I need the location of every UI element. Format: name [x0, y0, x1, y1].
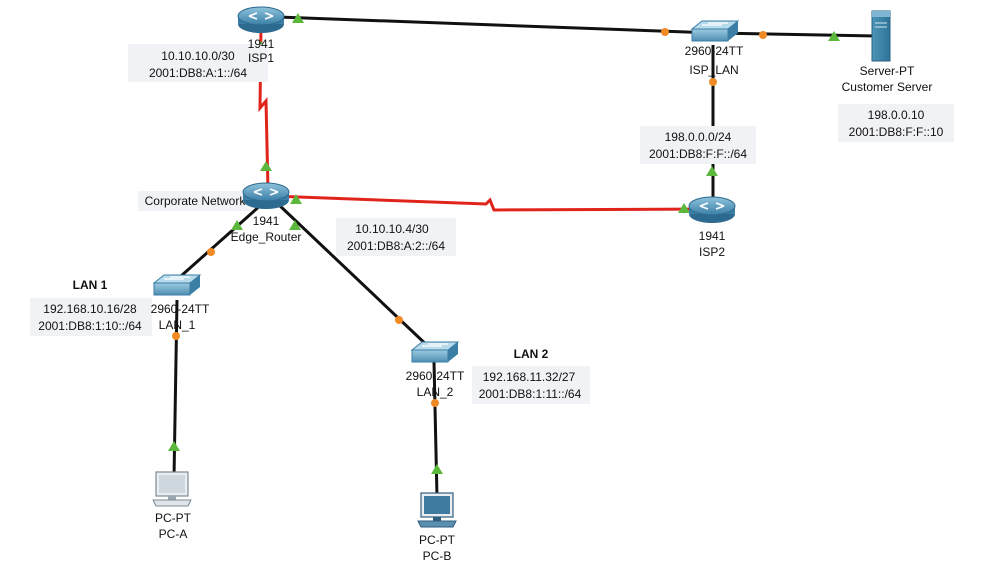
pc-icon: [417, 492, 457, 528]
device-pc-a[interactable]: PC-PT PC-A: [152, 471, 192, 541]
switch-icon: [690, 20, 740, 42]
device-lan-1[interactable]: 2960-24TT LAN_1: [151, 274, 210, 332]
note-isp2-link[interactable]: 10.10.10.4/30 2001:DB8:A:2::/64: [336, 218, 456, 256]
lan1-title: LAN 1: [73, 278, 108, 292]
router-icon: [237, 6, 285, 33]
device-model-label: 1941: [248, 37, 275, 51]
port-up-indicator: [678, 203, 690, 213]
device-model-label: 2960-24TT: [685, 44, 744, 58]
corporate-network-label: Corporate Network: [145, 194, 247, 208]
lan2-title: LAN 2: [514, 347, 549, 361]
link-lan2-pcb[interactable]: [432, 361, 439, 498]
note-line: 2001:DB8:1:11::/64: [479, 387, 582, 401]
port-up-indicator: [231, 220, 243, 230]
device-name-label: PC-B: [423, 549, 452, 563]
device-name-label: LAN_1: [159, 318, 196, 332]
port-up-indicator: [260, 161, 272, 171]
switch-icon: [152, 274, 202, 296]
note-lan2-network[interactable]: 192.168.11.32/27 2001:DB8:1:11::/64: [472, 366, 590, 404]
port-up-indicator: [706, 166, 718, 176]
note-corporate-network[interactable]: Corporate Network: [138, 191, 252, 211]
device-name-label: ISP_LAN: [689, 63, 738, 77]
port-up-indicator: [431, 464, 443, 474]
router-icon: [688, 196, 736, 223]
port-orange-indicator: [709, 78, 717, 86]
device-model-label: 1941: [253, 214, 280, 228]
device-isp1[interactable]: 1941 ISP1: [237, 6, 285, 65]
note-line: 10.10.10.0/30: [161, 49, 235, 63]
note-line: 2001:DB8:F:F::10: [849, 125, 944, 139]
device-name-label: Edge_Router: [231, 230, 302, 244]
device-edge-router[interactable]: 1941 Edge_Router: [231, 182, 302, 244]
port-orange-indicator: [172, 332, 180, 340]
note-line: 2001:DB8:F:F::/64: [649, 147, 747, 161]
device-name-label: LAN_2: [417, 385, 454, 399]
note-line: 2001:DB8:A:2::/64: [347, 239, 445, 253]
port-orange-indicator: [395, 316, 403, 324]
links: [171, 15, 877, 498]
device-name-label: ISP1: [248, 51, 274, 65]
device-customer-server[interactable]: Server-PT Customer Server: [842, 10, 933, 94]
device-pc-b[interactable]: PC-PT PC-B: [417, 492, 457, 563]
note-line: 2001:DB8:A:1::/64: [149, 66, 247, 80]
port-orange-indicator: [207, 248, 215, 256]
link-isplan-server[interactable]: [713, 31, 877, 38]
port-orange-indicator: [759, 31, 767, 39]
port-up-indicator: [289, 220, 301, 230]
device-name-label: PC-A: [159, 527, 188, 541]
port-orange-indicator: [661, 28, 669, 36]
device-model-label: Server-PT: [860, 64, 915, 78]
device-lan-2[interactable]: 2960-24TT LAN_2: [406, 341, 465, 399]
note-isp-lan-network[interactable]: 198.0.0.0/24 2001:DB8:F:F::/64: [640, 126, 756, 164]
note-line: 192.168.10.16/28: [43, 302, 137, 316]
note-line: 10.10.10.4/30: [355, 222, 429, 236]
note-lan1-network[interactable]: 192.168.10.16/28 2001:DB8:1:10::/64: [30, 298, 152, 336]
router-icon: [242, 182, 290, 209]
device-isp2[interactable]: 1941 ISP2: [688, 196, 736, 259]
device-name-label: ISP2: [699, 245, 725, 259]
pc-icon: [152, 471, 192, 507]
switch-icon: [410, 341, 460, 363]
link-edge-lan2[interactable]: [276, 202, 434, 352]
link-edge-lan1[interactable]: [171, 202, 263, 286]
device-model-label: 1941: [699, 229, 726, 243]
port-up-indicator: [292, 13, 304, 23]
port-up-indicator: [168, 441, 180, 451]
port-up-indicator: [290, 194, 302, 204]
link-isp1-isplan[interactable]: [277, 15, 715, 35]
device-model-label: PC-PT: [155, 511, 192, 525]
note-line: 192.168.11.32/27: [483, 370, 576, 384]
link-edge-isp2-serial[interactable]: [271, 194, 713, 212]
server-icon: [871, 10, 891, 62]
port-orange-indicator: [431, 399, 439, 407]
device-model-label: PC-PT: [419, 533, 456, 547]
note-isp1-link[interactable]: 10.10.10.0/30 2001:DB8:A:1::/64: [128, 44, 268, 82]
device-isp-lan[interactable]: 2960-24TT ISP_LAN: [685, 20, 744, 77]
note-line: 198.0.0.0/24: [665, 130, 732, 144]
note-line: 2001:DB8:1:10::/64: [38, 319, 142, 333]
note-line: 198.0.0.10: [868, 108, 925, 122]
device-model-label: 2960-24TT: [151, 302, 210, 316]
device-model-label: 2960-24TT: [406, 369, 465, 383]
device-name-label: Customer Server: [842, 80, 933, 94]
note-server-address[interactable]: 198.0.0.10 2001:DB8:F:F::10: [838, 104, 954, 142]
port-up-indicator: [828, 31, 840, 41]
